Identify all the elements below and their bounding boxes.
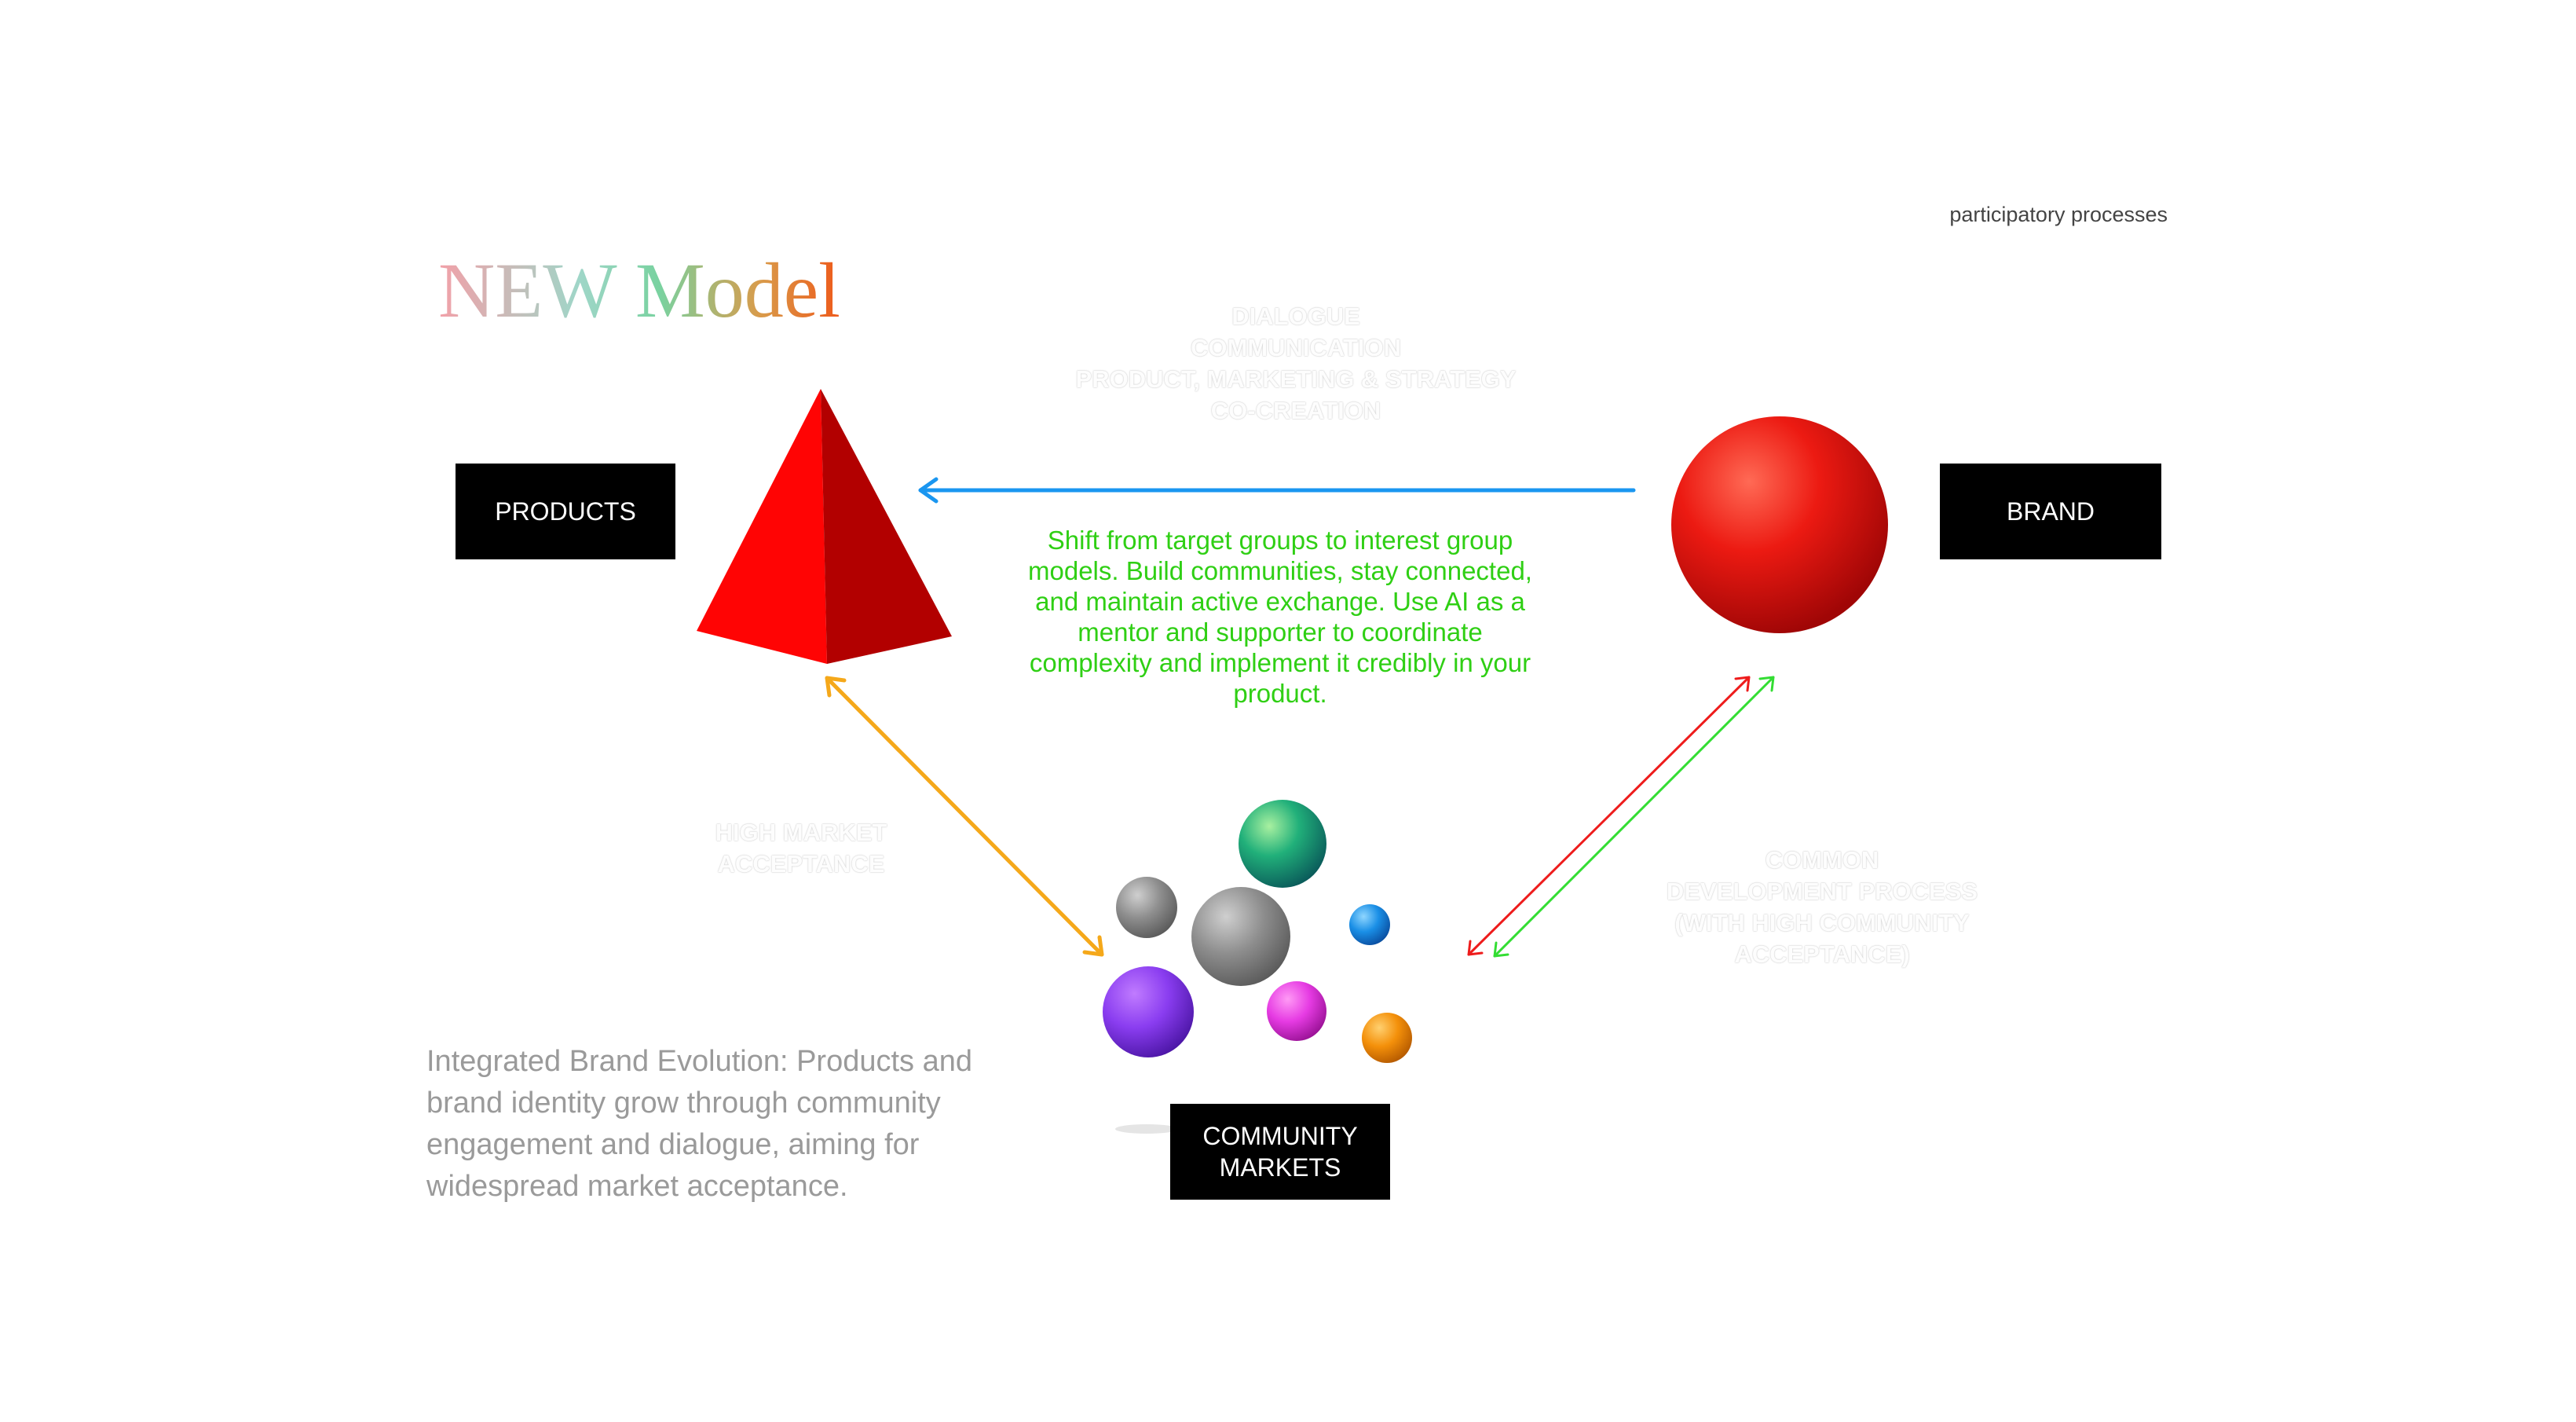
participatory-processes-label: participatory processes bbox=[1949, 203, 2168, 226]
common-process-line: COMMON bbox=[1765, 846, 1879, 874]
dialogue-line: DIALOGUE bbox=[1231, 302, 1360, 330]
description-line: brand identity grow through community bbox=[426, 1087, 941, 1120]
community-markets-box: COMMUNITY MARKETS bbox=[1170, 1104, 1390, 1200]
market-acceptance-line: ACCEPTANCE bbox=[717, 850, 885, 878]
common-process-line: ACCEPTANCE) bbox=[1734, 940, 1910, 968]
market-acceptance-label: HIGH MARKET ACCEPTANCE bbox=[652, 817, 950, 880]
dialogue-line: PRODUCT, MARKETING & STRATEGY bbox=[1075, 365, 1517, 393]
strategy-line: complexity and implement it credibly in … bbox=[1029, 648, 1531, 677]
red-sphere bbox=[1671, 416, 1888, 633]
common-process-line: DEVELOPMENT PROCESS bbox=[1666, 878, 1978, 905]
community-spheres bbox=[1103, 800, 1412, 1134]
description-text: Integrated Brand Evolution: Products and… bbox=[426, 1041, 1023, 1208]
market-acceptance-line: HIGH MARKET bbox=[715, 819, 887, 846]
green-arrow bbox=[1493, 676, 1775, 958]
brand-box: BRAND bbox=[1940, 464, 2161, 559]
red-arrow bbox=[1467, 676, 1751, 956]
strategy-line: product. bbox=[1233, 679, 1327, 708]
dialogue-line: COMMUNICATION bbox=[1190, 334, 1402, 361]
dialogue-line: CO-CREATION bbox=[1210, 397, 1381, 424]
common-process-line: (WITH HIGH COMMUNITY bbox=[1674, 909, 1970, 936]
pyramid-shape bbox=[697, 389, 952, 664]
strategy-text: Shift from target groups to interest gro… bbox=[997, 525, 1563, 709]
strategy-line: and maintain active exchange. Use AI as … bbox=[1035, 587, 1525, 616]
common-process-label: COMMON DEVELOPMENT PROCESS (WITH HIGH CO… bbox=[1634, 845, 2011, 970]
products-box: PRODUCTS bbox=[456, 464, 675, 559]
community-box-line: MARKETS bbox=[1219, 1153, 1341, 1182]
community-box-line: COMMUNITY bbox=[1202, 1122, 1358, 1150]
page-title: NEW Model bbox=[438, 244, 840, 338]
description-line: engagement and dialogue, aiming for bbox=[426, 1128, 920, 1161]
strategy-line: Shift from target groups to interest gro… bbox=[1047, 526, 1513, 555]
dialogue-label: DIALOGUE COMMUNICATION PRODUCT, MARKETIN… bbox=[1045, 301, 1547, 427]
strategy-line: models. Build communities, stay connecte… bbox=[1028, 556, 1532, 585]
strategy-line: mentor and supporter to coordinate bbox=[1078, 618, 1483, 647]
orange-arrow bbox=[825, 676, 1104, 957]
blue-arrow bbox=[918, 477, 1636, 504]
description-line: Integrated Brand Evolution: Products and bbox=[426, 1045, 973, 1078]
description-line: widespread market acceptance. bbox=[426, 1170, 848, 1203]
